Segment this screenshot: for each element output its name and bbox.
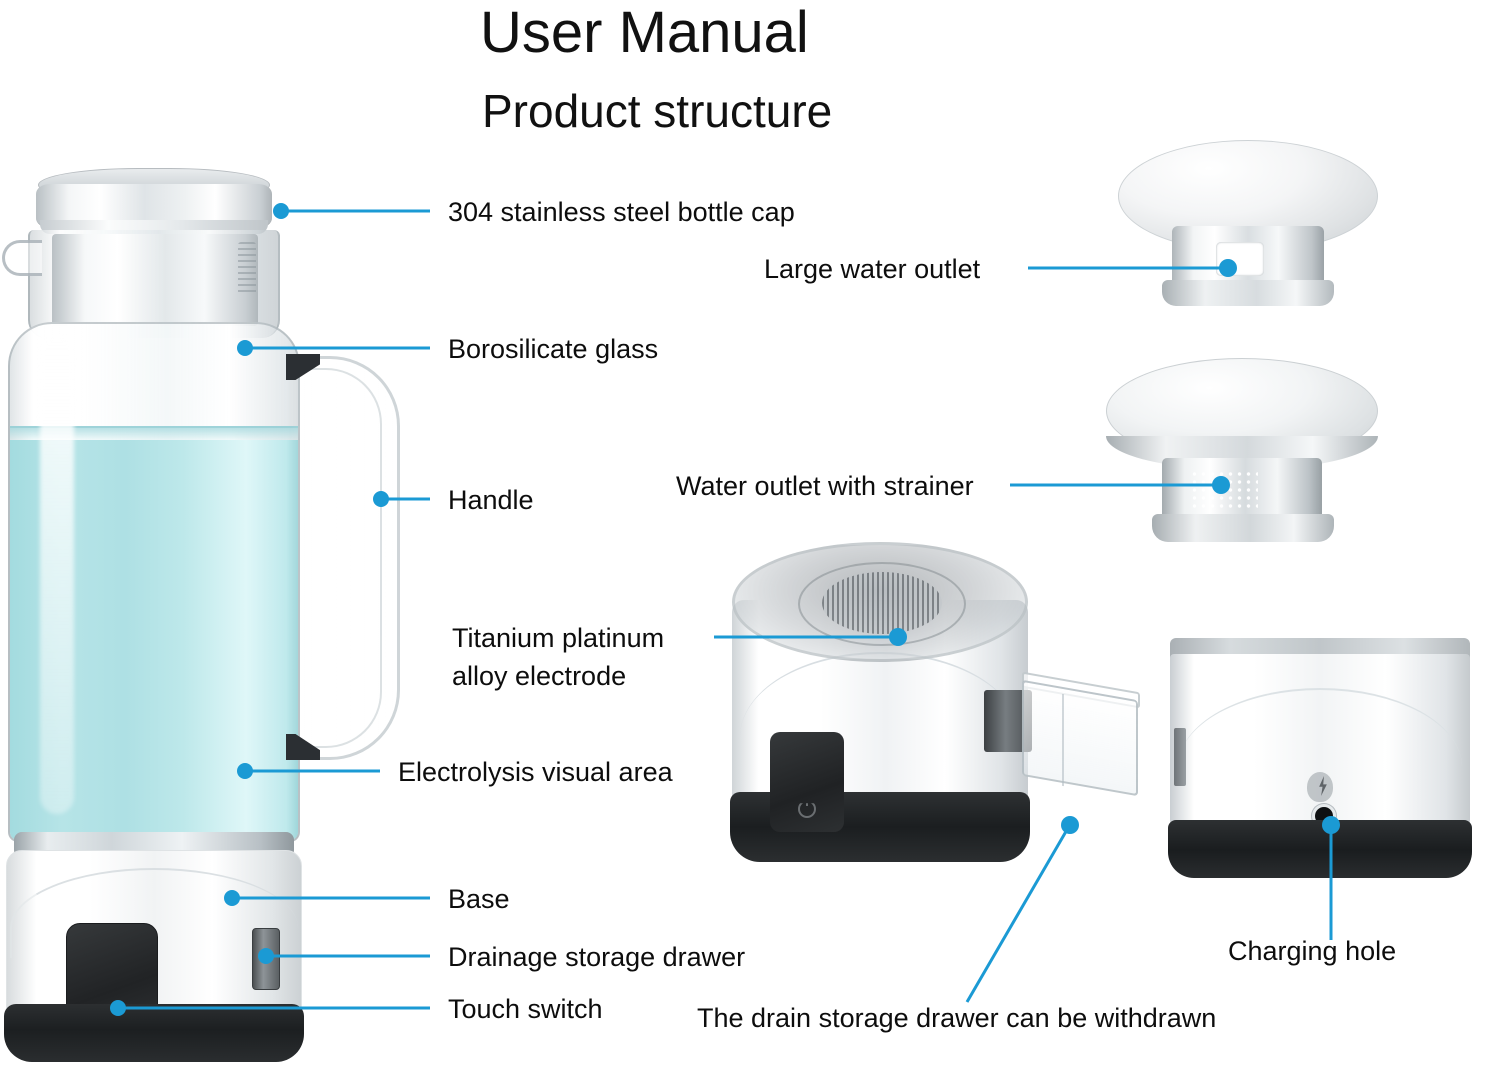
electrode-ring (798, 562, 966, 646)
callout-label-electrolysis-area: Electrolysis visual area (398, 757, 673, 787)
drain-drawer-edge (1062, 693, 1064, 787)
large-water-outlet-opening (1216, 242, 1264, 276)
base-right-side-slot (1174, 728, 1186, 786)
page-subtitle: Product structure (482, 85, 833, 137)
bottle-base-foot (4, 1004, 304, 1062)
bottle-assembly-illustration (0, 168, 400, 1077)
callout-label-handle: Handle (448, 485, 534, 515)
callout-label-drainage-drawer: Drainage storage drawer (448, 942, 746, 972)
drain-drawer (1022, 679, 1138, 797)
callout-label-touch-switch: Touch switch (448, 994, 603, 1024)
bottle-neck-metal (52, 234, 258, 326)
base-right-contour (1178, 688, 1462, 775)
lightning-bolt-icon (1319, 776, 1327, 796)
callout-label-borosilicate-glass: Borosilicate glass (448, 334, 659, 364)
base-unit-drawer-illustration (726, 542, 1156, 902)
cap1-flange (1162, 280, 1334, 306)
strainer-mesh (1190, 470, 1258, 512)
callout-label-water-outlet-strainer: Water outlet with strainer (676, 471, 974, 501)
callout-label-titanium-electrode-line1: Titanium platinum (452, 623, 665, 653)
charging-bolt-background (1307, 772, 1333, 802)
callout-label-base: Base (448, 884, 510, 914)
callout-label-large-water-outlet: Large water outlet (764, 254, 981, 284)
callout-label-charging-hole: Charging hole (1228, 936, 1397, 966)
drainage-drawer-slot (252, 928, 280, 990)
base-right-foot (1168, 820, 1472, 878)
bottle-spout (2, 240, 42, 276)
cap2-flange (1152, 514, 1334, 542)
cap-large-outlet-illustration (1110, 140, 1400, 320)
cap-strainer-illustration (1090, 358, 1400, 558)
callout-label-bottle-cap: 304 stainless steel bottle cap (448, 197, 795, 227)
power-icon (798, 803, 816, 818)
glass-highlight (40, 334, 74, 814)
callout-label-titanium-electrode-line2: alloy electrode (452, 661, 627, 691)
bottle-handle-inner (292, 368, 382, 748)
base-unit-charging-illustration (1168, 638, 1488, 888)
titanium-platinum-electrode (822, 572, 942, 634)
bottle-glass-body (8, 322, 300, 842)
water-surface-line (10, 426, 298, 440)
bottle-neck-thread (238, 242, 256, 296)
page-title: User Manual (480, 0, 809, 65)
callout-label-drawer-withdrawn: The drain storage drawer can be withdraw… (697, 1003, 1217, 1033)
